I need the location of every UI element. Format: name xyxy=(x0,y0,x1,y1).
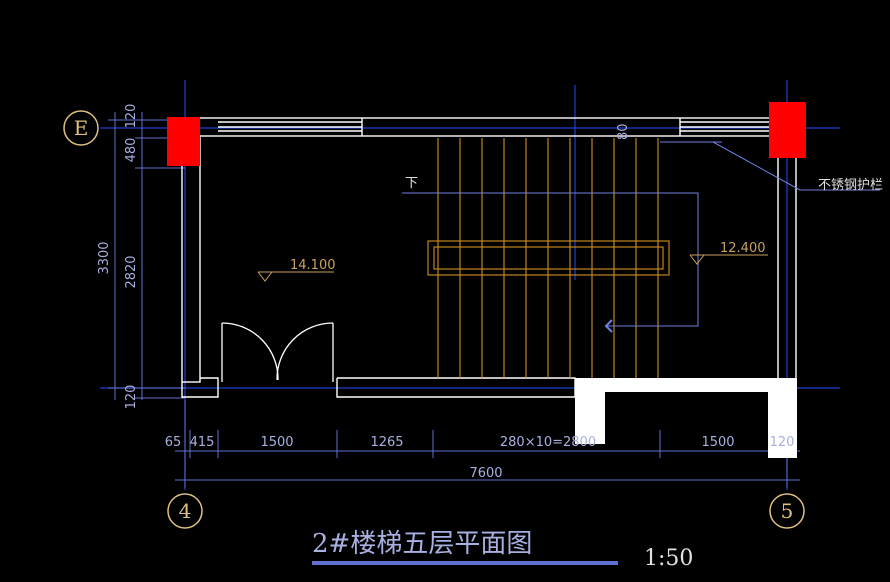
axis-label-4: 4 xyxy=(179,499,192,523)
drawing-title: 2#楼梯五层平面图 xyxy=(312,529,532,559)
solid-wall-bottom-right xyxy=(575,378,797,458)
dim-left-120-bottom: 120 xyxy=(124,385,139,410)
direction-lines xyxy=(402,141,880,333)
level-text-landing: 14.100 xyxy=(290,258,336,273)
dim-left-480: 480 xyxy=(124,138,139,163)
stair-handrail-outer xyxy=(427,240,670,276)
level-markers xyxy=(257,254,768,282)
dim-left-120-top: 120 xyxy=(124,104,139,129)
dim-bottom-120: 120 xyxy=(770,435,795,450)
dim-left-3300: 3300 xyxy=(97,241,112,274)
double-door xyxy=(221,322,334,382)
axis-bubbles xyxy=(63,110,805,529)
grid-lines xyxy=(100,80,840,490)
dim-bottom-415: 415 xyxy=(190,435,215,450)
dim-bottom-1265: 1265 xyxy=(370,435,403,450)
column-right xyxy=(769,102,806,158)
dim-left-2820: 2820 xyxy=(124,255,139,288)
dim-bottom-1500-a: 1500 xyxy=(260,435,293,450)
drawing-scale: 1:50 xyxy=(644,546,693,571)
railing-label: 不锈钢护栏 xyxy=(818,178,883,193)
railing-leader xyxy=(712,141,801,191)
dim-bottom-65: 65 xyxy=(165,435,182,450)
left-dimension-lines xyxy=(108,112,185,400)
dim-bottom-1500-b: 1500 xyxy=(701,435,734,450)
column-left xyxy=(167,117,200,166)
stair-treads xyxy=(427,138,670,378)
level-text-midlanding: 12.400 xyxy=(720,241,766,256)
axis-bubble-4 xyxy=(167,493,203,529)
axis-label-5: 5 xyxy=(781,499,794,523)
dim-bottom-steps: 280×10=2800 xyxy=(500,435,596,450)
stair-handrail-inner xyxy=(433,246,664,270)
axis-bubble-e xyxy=(63,110,99,146)
axis-label-e: E xyxy=(74,116,89,140)
walls xyxy=(181,117,797,398)
rail-gap-label: 80 xyxy=(616,123,631,140)
dim-total-7600: 7600 xyxy=(469,466,502,481)
axis-bubble-5 xyxy=(769,493,805,529)
down-label: 下 xyxy=(405,176,418,191)
bottom-wall-left xyxy=(181,377,219,398)
down-arrow-line xyxy=(402,192,699,327)
